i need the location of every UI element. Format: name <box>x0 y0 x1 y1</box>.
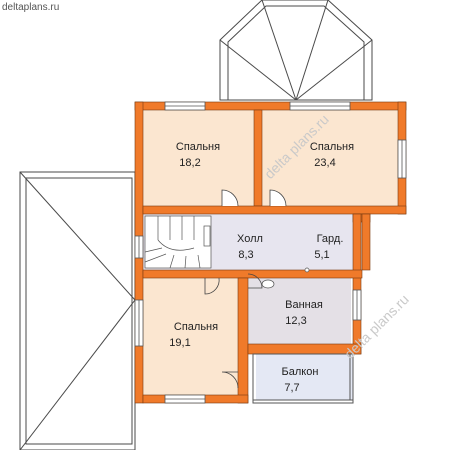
room-bed1-name: Спальня <box>176 141 220 153</box>
room-bed2-area: 23,4 <box>314 157 335 169</box>
room-balcony-area: 7,7 <box>284 382 299 394</box>
windows <box>134 101 407 404</box>
doors <box>204 189 287 389</box>
room-hall-name: Холл <box>237 233 263 245</box>
tower-roof <box>219 0 373 101</box>
site-watermark-text: deltaplans.ru <box>2 2 60 13</box>
svg-text:delta plans.ru: delta plans.ru <box>341 291 412 362</box>
room-bed1-label: Спальня 18,2 <box>176 141 220 169</box>
bath-fixtures <box>261 267 310 289</box>
room-bed3-floor <box>143 278 238 395</box>
room-balcony-name: Балкон <box>282 366 319 378</box>
room-bath-name: Ванная <box>285 299 323 311</box>
left-roof <box>19 171 136 450</box>
room-ward-area: 5,1 <box>314 249 329 261</box>
room-bed3-name: Спальня <box>174 321 218 333</box>
room-bed3-label: Спальня 19,1 <box>169 321 218 349</box>
room-bath-floor <box>248 278 351 344</box>
room-ward-label: Гард. 5,1 <box>314 233 343 261</box>
room-bath-area: 12,3 <box>285 315 306 327</box>
room-bed2-label: Спальня 23,4 <box>310 141 354 169</box>
room-balcony-label: Балкон 7,7 <box>282 366 319 394</box>
room-hall-area: 8,3 <box>238 249 253 261</box>
balcony-railing <box>252 353 354 404</box>
room-bed2-floor <box>262 110 398 206</box>
room-balcony-floor <box>256 354 353 400</box>
room-ward-name: Гард. <box>317 233 344 245</box>
room-bed1-area: 18,2 <box>179 157 200 169</box>
room-bed3-area: 19,1 <box>169 337 190 349</box>
room-bath-label: Ванная 12,3 <box>285 299 323 327</box>
staircase <box>144 215 212 269</box>
room-hall-label: Холл 8,3 <box>237 233 263 261</box>
room-bed2-name: Спальня <box>310 141 354 153</box>
room-bed1-floor <box>143 110 254 206</box>
